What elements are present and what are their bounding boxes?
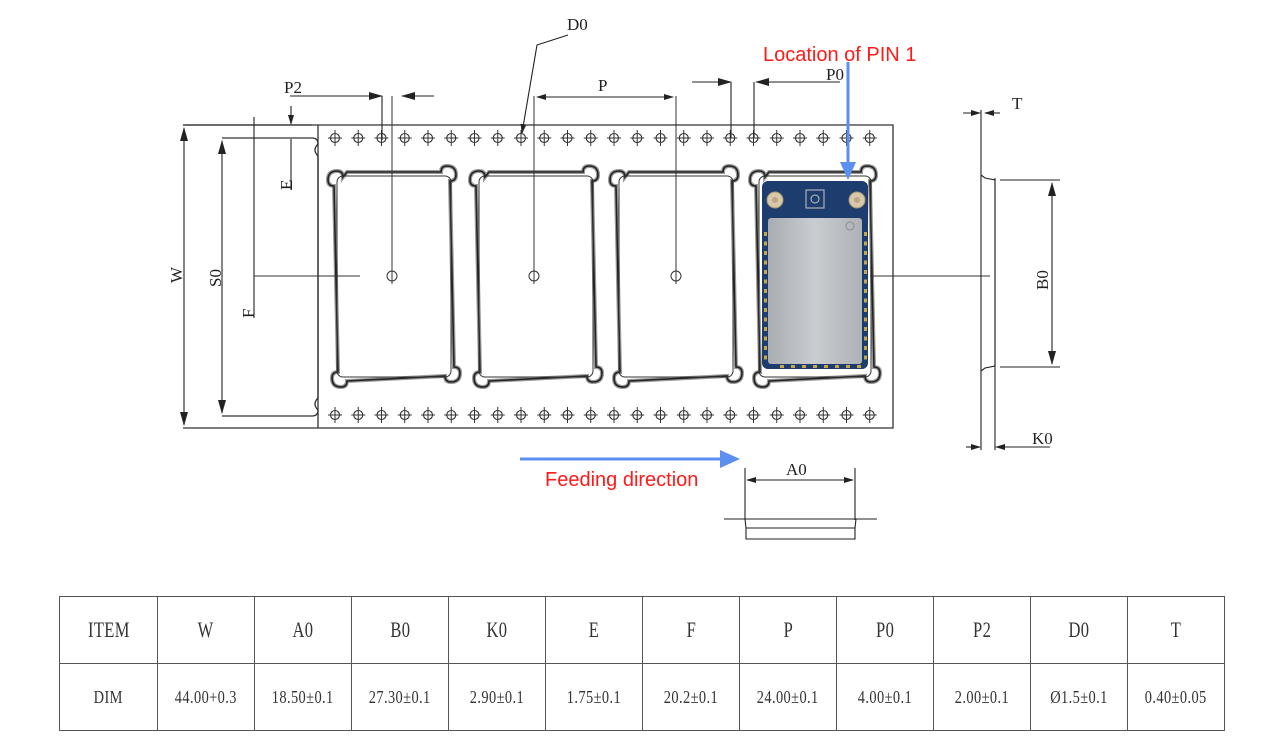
- carrier-tape-drawing: Location of PIN 1 Feeding direction D0 P…: [167, 15, 1060, 540]
- label-w: W: [167, 266, 186, 283]
- table-cell: 20.2±0.1: [642, 663, 740, 731]
- module-component: [762, 181, 868, 369]
- label-s0: S0: [206, 269, 225, 287]
- table-cell: 24.00±0.1: [739, 663, 837, 731]
- label-d0: D0: [567, 15, 588, 34]
- table-header-cell: P: [739, 596, 837, 664]
- table-header-cell: P0: [836, 596, 934, 664]
- header-text: P: [783, 617, 793, 642]
- cell-text: 0.40±0.05: [1145, 686, 1207, 707]
- table-header-cell: D0: [1030, 596, 1128, 664]
- table-cell: DIM: [59, 663, 158, 731]
- table-cell: 44.00+0.3: [157, 663, 255, 731]
- table-cell: 2.00±0.1: [933, 663, 1031, 731]
- cell-text: 4.00±0.1: [857, 686, 913, 707]
- sprocket-holes-bottom: [328, 407, 877, 423]
- table-header-cell: A0: [254, 596, 352, 664]
- table-cell: 27.30±0.1: [351, 663, 449, 731]
- pocket: [467, 163, 605, 390]
- label-e: E: [277, 180, 296, 190]
- sprocket-holes-top: [328, 130, 877, 146]
- header-text: P0: [875, 617, 895, 642]
- label-t: T: [1012, 94, 1023, 113]
- dimension-table: ITEM W A0 B0 K0 E F P P0 P2 D0 T DIM 44.00+0.3 18.50±…: [59, 596, 1225, 731]
- pin1-label: Location of PIN 1: [763, 44, 916, 66]
- table-header-cell: ITEM: [59, 596, 158, 664]
- header-text: T: [1170, 617, 1182, 642]
- table-cell: 4.00±0.1: [836, 663, 934, 731]
- cell-text: 2.00±0.1: [954, 686, 1010, 707]
- label-p2: P2: [284, 78, 302, 97]
- label-p: P: [598, 76, 607, 95]
- table-header-cell: B0: [351, 596, 449, 664]
- header-text: P2: [972, 617, 992, 642]
- table-header-cell: F: [642, 596, 740, 664]
- table-header-cell: T: [1127, 596, 1225, 664]
- table-header-cell: E: [545, 596, 643, 664]
- header-text: W: [198, 617, 214, 642]
- cell-text: 27.30±0.1: [369, 686, 431, 707]
- label-k0: K0: [1032, 429, 1053, 448]
- cell-text: 1.75±0.1: [566, 686, 622, 707]
- header-text: E: [588, 617, 600, 642]
- table-header-cell: W: [157, 596, 255, 664]
- pockets: [325, 163, 883, 390]
- table-header-row: ITEM W A0 B0 K0 E F P P0 P2 D0 T: [59, 596, 1225, 664]
- pin1-arrow: [840, 62, 856, 180]
- pocket: [749, 165, 881, 388]
- cell-text: 20.2±0.1: [663, 686, 719, 707]
- cell-text: Ø1.5±0.1: [1050, 686, 1108, 707]
- feeding-direction-arrow: [520, 450, 740, 468]
- cell-text: 2.90±0.1: [469, 686, 525, 707]
- centerlines: [254, 96, 990, 284]
- cell-text: DIM: [93, 686, 124, 707]
- label-p0: P0: [826, 65, 844, 84]
- header-text: F: [686, 617, 696, 642]
- label-a0: A0: [786, 460, 807, 479]
- header-text: D0: [1068, 617, 1090, 642]
- table-row: DIM 44.00+0.3 18.50±0.1 27.30±0.1 2.90±0.1 1.…: [59, 663, 1225, 731]
- header-text: B0: [389, 617, 411, 642]
- dimension-lines: [180, 34, 1060, 540]
- cell-text: 24.00±0.1: [757, 686, 819, 707]
- label-f: F: [239, 309, 258, 318]
- header-text: K0: [486, 617, 508, 642]
- table-cell: 2.90±0.1: [448, 663, 546, 731]
- table-cell: Ø1.5±0.1: [1030, 663, 1128, 731]
- pocket: [327, 165, 461, 388]
- pocket-inner: [478, 175, 594, 378]
- header-text: A0: [292, 617, 314, 642]
- table-cell: 1.75±0.1: [545, 663, 643, 731]
- table-cell: 18.50±0.1: [254, 663, 352, 731]
- pocket: [609, 165, 743, 388]
- table-header-cell: K0: [448, 596, 546, 664]
- header-text: ITEM: [87, 617, 130, 642]
- cell-text: 44.00+0.3: [174, 686, 238, 707]
- cell-text: 18.50±0.1: [272, 686, 334, 707]
- table-header-cell: P2: [933, 596, 1031, 664]
- feeding-direction-label: Feeding direction: [545, 469, 698, 491]
- label-b0: B0: [1033, 270, 1052, 290]
- pocket: [469, 165, 603, 388]
- table-cell: 0.40±0.05: [1127, 663, 1225, 731]
